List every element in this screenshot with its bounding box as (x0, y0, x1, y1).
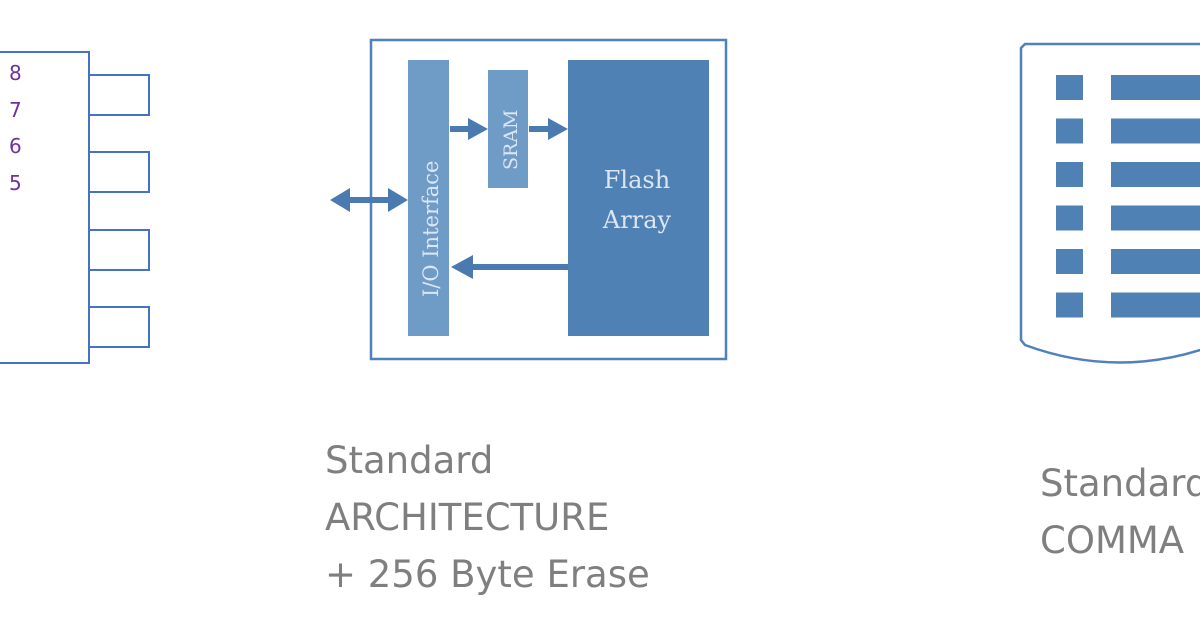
architecture-diagram: I/O Interface SRAM Flash Array (330, 38, 728, 361)
chip-pin (88, 229, 150, 271)
chip-body (0, 51, 90, 364)
flash-array-block (568, 60, 709, 336)
command-rows (1056, 75, 1200, 318)
architecture-caption: Standard ARCHITECTURE + 256 Byte Erase (325, 432, 650, 603)
chip-pin (88, 306, 150, 348)
command-caption-line1: Standard (1040, 462, 1200, 505)
command-bullet (1056, 205, 1083, 231)
architecture-caption-line3: + 256 Byte Erase (325, 553, 650, 596)
pin-number-5: 5 (9, 171, 22, 195)
command-bullet (1056, 249, 1083, 274)
command-bullet (1056, 162, 1083, 187)
command-list-document (1019, 42, 1200, 364)
chip-pin (88, 151, 150, 193)
pin-number-8: 8 (9, 61, 22, 85)
command-bullet (1056, 292, 1083, 318)
command-bar (1111, 118, 1200, 144)
chip-pin (88, 74, 150, 116)
arrow-right-icon (529, 118, 568, 140)
command-bar (1111, 75, 1200, 100)
bidirectional-arrow-icon (330, 188, 408, 212)
pin-number-7: 7 (9, 98, 22, 122)
command-caption: Standard COMMA (1040, 455, 1200, 569)
pin-number-6: 6 (9, 134, 22, 158)
chip-pinout: 8 7 6 5 (0, 51, 150, 364)
architecture-caption-line1: Standard (325, 439, 494, 482)
command-bullet (1056, 75, 1083, 100)
command-bar (1111, 162, 1200, 187)
architecture-caption-line2: ARCHITECTURE (325, 496, 610, 539)
command-bar (1111, 249, 1200, 274)
arrow-right-icon (450, 118, 488, 140)
io-interface-block (408, 60, 449, 336)
command-bar (1111, 205, 1200, 231)
arrow-left-icon (451, 255, 568, 279)
flash-label-line2: Array (602, 206, 672, 234)
command-bullet (1056, 118, 1083, 144)
sram-block (488, 70, 528, 188)
command-caption-line2: COMMA (1040, 519, 1185, 562)
flash-label-line1: Flash (604, 166, 670, 194)
sram-label: SRAM (500, 110, 522, 171)
command-bar (1111, 292, 1200, 318)
io-interface-label: I/O Interface (419, 161, 443, 297)
